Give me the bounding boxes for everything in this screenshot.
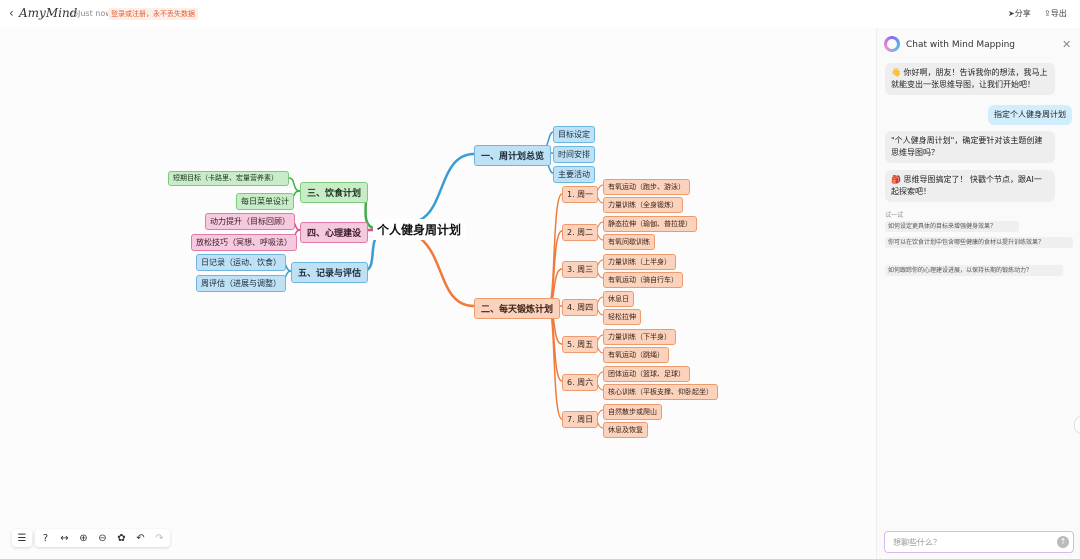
suggestion-chip[interactable]: 如何跟踪你的心理建设进展，以保持长期的锻炼动力？ [885, 265, 1063, 276]
overview-child-goal[interactable]: 目标设定 [553, 126, 595, 143]
diet-child-short-term[interactable]: 短期目标（卡路里、宏量营养素） [168, 171, 289, 186]
theme-palette-icon[interactable]: ✿ [117, 532, 126, 544]
chat-message-bot: "个人健身周计划"，确定要针对该主题创建思维导图吗？ [885, 131, 1055, 163]
export-icon: ⇪ [1044, 9, 1051, 18]
day-wednesday[interactable]: 3. 周三 [562, 261, 599, 278]
branch-mental[interactable]: 四、心理建设 [300, 222, 369, 243]
day-tuesday[interactable]: 2. 周二 [562, 224, 599, 241]
overview-child-activities[interactable]: 主要活动 [553, 166, 595, 183]
mindmap-canvas[interactable]: 个人健身周计划 一、周计划总览 目标设定 时间安排 主要活动 二、每天锻炼计划 … [0, 28, 876, 559]
day-item[interactable]: 核心训练（平板支撑、仰卧起坐） [603, 384, 718, 400]
export-button[interactable]: ⇪导出 [1044, 8, 1067, 19]
mindmap-root-node[interactable]: 个人健身周计划 [373, 219, 466, 240]
day-item[interactable]: 有氧运动（跳绳） [603, 347, 669, 363]
day-item[interactable]: 自然散步或爬山 [603, 404, 662, 420]
save-status-text: Just now [77, 9, 112, 18]
record-child-daily[interactable]: 日记录（运动、饮食） [196, 254, 286, 271]
day-item[interactable]: 力量训练（上半身） [603, 254, 676, 270]
share-label: 分享 [1014, 9, 1031, 18]
fit-view-icon[interactable]: ↔ [60, 532, 69, 544]
zoom-out-icon[interactable]: ⊖ [98, 532, 107, 544]
share-button[interactable]: ➤分享 [1008, 8, 1031, 19]
app-logo[interactable]: AmyMind [19, 6, 78, 20]
branch-diet[interactable]: 三、饮食计划 [300, 182, 369, 203]
branch-daily[interactable]: 二、每天锻炼计划 [474, 298, 561, 319]
chat-panel: Chat with Mind Mapping ✕ 👋 你好啊，朋友！告诉我你的想… [876, 28, 1080, 559]
save-status: ◷Just now [71, 9, 112, 18]
day-item[interactable]: 休息日 [603, 291, 634, 307]
branch-record[interactable]: 五、记录与评估 [291, 262, 369, 283]
help-icon[interactable]: ? [42, 532, 49, 544]
day-monday[interactable]: 1. 周一 [562, 186, 599, 203]
day-saturday[interactable]: 6. 周六 [562, 374, 599, 391]
day-item[interactable]: 有氧运动（骑自行车） [603, 272, 683, 288]
export-label: 导出 [1050, 9, 1067, 18]
day-sunday[interactable]: 7. 周日 [562, 411, 599, 428]
chat-message-bot: 👋 你好啊，朋友！告诉我你的想法，我马上就能变出一张思维导图，让我们开始吧！ [885, 63, 1055, 95]
day-item[interactable]: 静态拉伸（瑜伽、普拉提） [603, 216, 697, 232]
outline-list-icon[interactable]: ☰ [12, 529, 32, 547]
chat-message-bot: 🎒 思维导图搞定了！ 快戳个节点，跟AI一起探索吧！ [885, 170, 1055, 202]
day-item[interactable]: 有氧运动（跑步、游泳） [603, 179, 690, 195]
day-item[interactable]: 轻松拉伸 [603, 309, 641, 325]
top-bar: ‹ AmyMind ◷Just now 登录或注册，永不丢失数据 ➤分享 ⇪导出 [0, 0, 1080, 29]
back-chevron-left-icon[interactable]: ‹ [9, 6, 14, 20]
suggestion-chip[interactable]: 如何设定更具体的目标来增强健身效果？ [885, 221, 1019, 232]
mental-child-motivation[interactable]: 动力提升（目标回顾） [205, 213, 295, 230]
day-item[interactable]: 力量训练（全身锻炼） [603, 197, 683, 213]
overview-child-schedule[interactable]: 时间安排 [553, 146, 595, 163]
day-thursday[interactable]: 4. 周四 [562, 299, 599, 316]
day-friday[interactable]: 5. 周五 [562, 336, 599, 353]
day-item[interactable]: 有氧间歇训练 [603, 234, 655, 250]
suggestion-chip[interactable]: 你可以在饮食计划中包含哪些健康的食材以提升训练效果？ [885, 237, 1073, 248]
chat-message-user: 指定个人健身周计划 [988, 105, 1072, 125]
login-warning-badge[interactable]: 登录或注册，永不丢失数据 [108, 8, 198, 20]
chat-input[interactable] [891, 537, 1055, 548]
mindmap-connectors [279, 131, 604, 429]
chat-input-box[interactable]: ↑ [884, 531, 1074, 553]
ai-orb-icon [884, 36, 900, 52]
try-label: 试一试 [885, 212, 904, 219]
diet-child-menu[interactable]: 每日菜单设计 [236, 193, 294, 210]
branch-overview[interactable]: 一、周计划总览 [474, 145, 552, 166]
day-item[interactable]: 力量训练（下半身） [603, 329, 676, 345]
redo-icon[interactable]: ↷ [155, 532, 164, 544]
undo-icon[interactable]: ↶ [136, 532, 145, 544]
chat-title: Chat with Mind Mapping [906, 40, 1016, 50]
share-icon: ➤ [1008, 9, 1015, 18]
day-item[interactable]: 休息及恢复 [603, 422, 648, 438]
zoom-in-icon[interactable]: ⊕ [79, 532, 88, 544]
day-item[interactable]: 团体运动（篮球、足球） [603, 366, 690, 382]
canvas-toolbar: ? ↔ ⊕ ⊖ ✿ ↶ ↷ [35, 529, 170, 547]
close-icon[interactable]: ✕ [1062, 38, 1072, 51]
record-child-weekly[interactable]: 周评估（进展与调整） [196, 275, 286, 292]
send-icon[interactable]: ↑ [1057, 536, 1069, 548]
mental-child-relax[interactable]: 放松技巧（冥想、呼吸法） [191, 234, 297, 251]
